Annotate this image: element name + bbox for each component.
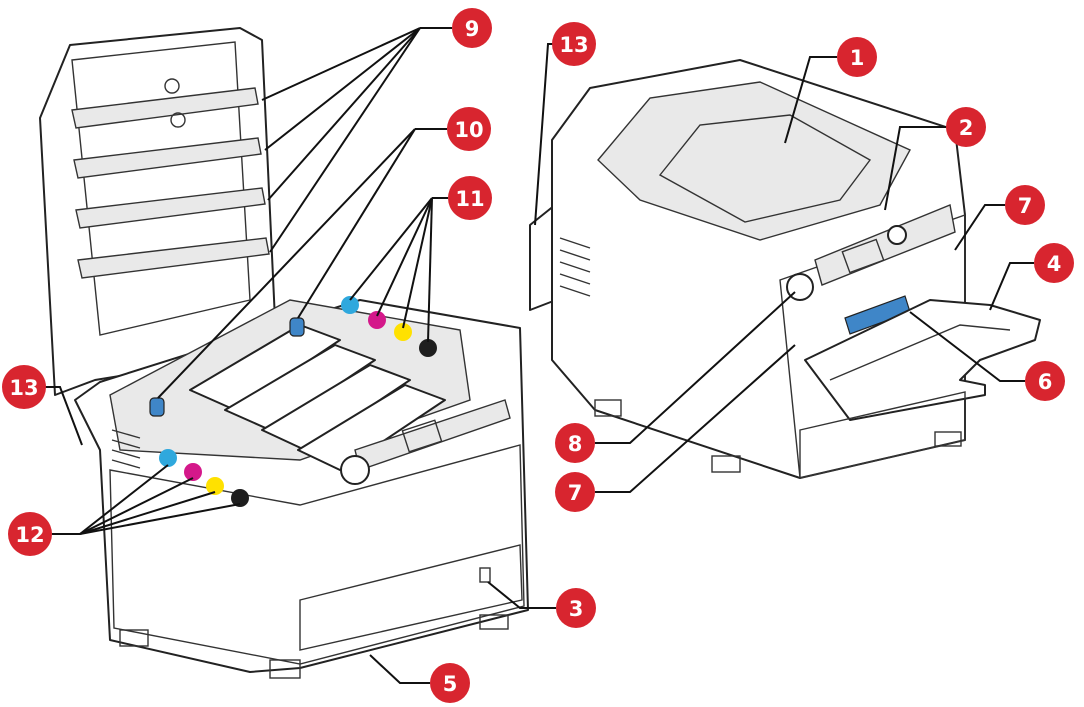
yellow-marker-rear	[394, 323, 412, 341]
callout-7-upper: 7	[1005, 185, 1045, 225]
callout-13-right: 13	[552, 22, 596, 66]
toner-markers-front	[159, 449, 249, 507]
callout-3: 3	[556, 588, 596, 628]
paper-tray-open	[299, 544, 523, 651]
callout-7-lower-label: 7	[568, 481, 583, 505]
callout-6: 6	[1025, 361, 1065, 401]
callout-1-label: 1	[850, 46, 865, 70]
fuser-release-lever-rear	[289, 317, 305, 337]
closed-printer-illustration	[529, 59, 1041, 479]
image-drums	[189, 324, 446, 471]
output-tray	[597, 81, 911, 241]
callout-9: 9	[452, 8, 492, 48]
callout-8-label: 8	[568, 432, 583, 456]
side-vents-closed	[559, 237, 591, 297]
operator-panel	[814, 204, 956, 286]
callout-10: 10	[447, 107, 491, 151]
magenta-marker-front	[184, 463, 202, 481]
callout-8: 8	[555, 423, 595, 463]
callout-12-label: 12	[15, 523, 44, 547]
callout-2-label: 2	[959, 116, 974, 140]
callout-4: 4	[1034, 243, 1074, 283]
callout-7-lower: 7	[555, 472, 595, 512]
callout-5-label: 5	[443, 672, 458, 696]
callout-2: 2	[946, 107, 986, 147]
mp-tray	[804, 299, 1041, 421]
callout-11: 11	[448, 176, 492, 220]
callout-9-label: 9	[465, 17, 480, 41]
led-heads	[71, 87, 270, 279]
callout-10-label: 10	[454, 118, 483, 142]
callout-13-left-label: 13	[9, 376, 38, 400]
paper-tray-closed	[799, 391, 966, 479]
fuser-release-lever-front	[149, 397, 165, 417]
leader-lines	[34, 27, 1034, 684]
black-marker-front	[231, 489, 249, 507]
callout-12: 12	[8, 512, 52, 556]
callout-1: 1	[837, 37, 877, 77]
callout-13-right-label: 13	[559, 33, 588, 57]
callout-badges: 1 2 3 4 5 6 7 7	[2, 8, 1074, 703]
callout-7-upper-label: 7	[1018, 194, 1033, 218]
side-vents-open	[111, 429, 141, 469]
cyan-marker-front	[159, 449, 177, 467]
power-button-open	[340, 455, 370, 485]
cyan-marker-rear	[341, 296, 359, 314]
yellow-marker-front	[206, 477, 224, 495]
open-printer-illustration	[39, 27, 529, 679]
callout-11-label: 11	[455, 187, 484, 211]
callout-13-left: 13	[2, 365, 46, 409]
callout-6-label: 6	[1038, 370, 1053, 394]
callout-4-label: 4	[1047, 252, 1062, 276]
callout-3-label: 3	[569, 597, 584, 621]
callout-5: 5	[430, 663, 470, 703]
black-marker-rear	[419, 339, 437, 357]
toner-markers-rear	[341, 296, 437, 357]
magenta-marker-rear	[368, 311, 386, 329]
